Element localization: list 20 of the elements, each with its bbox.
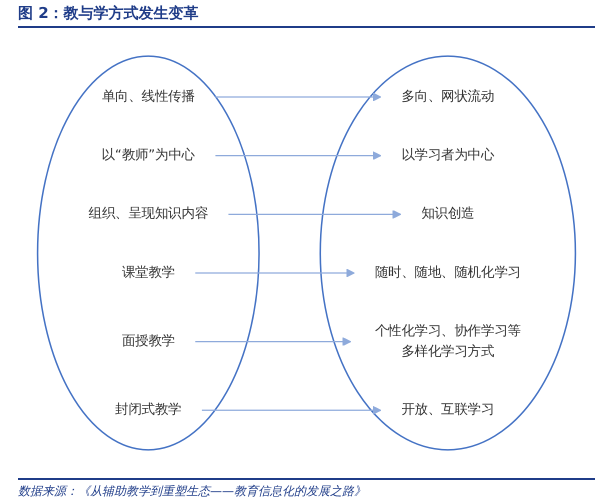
- node-text: 面授教学: [122, 334, 175, 350]
- node-text: 多向、网状流动: [401, 89, 494, 104]
- node-text: 随时、随地、随机化学习: [374, 265, 521, 280]
- node-text: 组织、呈现知识内容: [88, 206, 208, 222]
- arrow: [202, 406, 382, 415]
- arrow: [195, 337, 352, 346]
- node-text: 封闭式教学: [115, 402, 182, 418]
- node-text: 个性化学习、协作学习等多样化学习方式: [374, 324, 521, 360]
- arrow: [215, 92, 382, 102]
- node-text: 知识创造: [421, 206, 474, 222]
- node-text: 课堂教学: [122, 265, 175, 280]
- node-text: 开放、互联学习: [401, 402, 494, 418]
- arrow: [195, 268, 355, 278]
- figure-title: 图 2：教与学方式发生变革: [18, 4, 595, 28]
- source-caption: 数据来源：《从辅助教学到重塑生态——教育信息化的发展之路》: [18, 478, 595, 500]
- arrow: [215, 151, 382, 160]
- arrow: [228, 210, 402, 219]
- node-text: 以“教师”为中心: [102, 148, 195, 164]
- node-text: 单向、线性传播: [102, 89, 195, 104]
- node-text: 以学习者为中心: [401, 148, 494, 164]
